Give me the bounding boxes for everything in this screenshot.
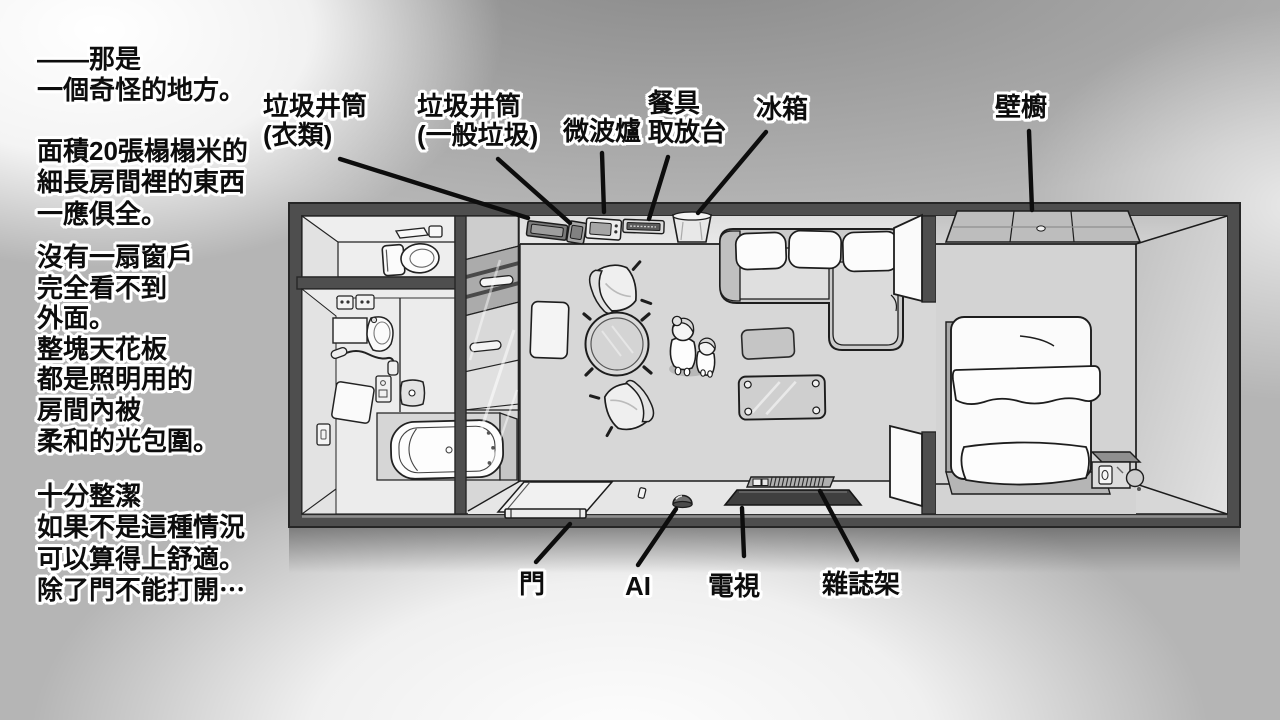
counter-items [525,211,712,245]
pointer-ai [635,506,679,568]
storage-cabinet [463,215,520,411]
wall-socket [316,423,331,446]
narration-paragraph-2: 面積20張榻榻米的細長房間裡的東西一應俱全。 [37,136,248,229]
narration-paragraph-1: ——那是一個奇怪的地方。 [37,44,246,106]
blanket-fold [951,365,1101,405]
child-figure [695,337,716,378]
rug [740,327,796,360]
mother-figure [669,315,697,377]
entrance-door [504,508,587,519]
pointer-fridge [695,129,769,216]
pointer-door [533,521,573,565]
bed-foot-roll [960,441,1090,486]
dining-set [582,260,655,438]
toilet [381,242,440,277]
fridge-bin [672,211,712,243]
ai-robot [672,494,693,509]
wall-cabinet-left [399,379,426,407]
floor-mat [529,300,570,360]
label-dish-counter: 餐具取放台 [648,88,727,147]
shower [330,346,399,376]
pointer-lines [337,128,1035,568]
pointer-microwave [599,150,607,215]
entrance-genkan [496,481,614,519]
bathroom-divider-wall [296,276,458,290]
mother-and-child [669,315,716,378]
partition-wall [889,213,937,515]
magazine-rack [745,476,836,488]
label-tv: 電視 [708,571,761,601]
mirror [332,317,368,344]
sofa [719,228,904,351]
bedside-device [1090,451,1145,491]
glass-wall-post [454,215,520,515]
toilet-room [301,214,456,278]
bedroom [936,210,1228,515]
switch-panel [336,294,375,310]
pointer-magazine-rack [817,488,860,563]
narration-paragraph-3: 沒有一扇窗戶完全看不到外面。整塊天花板都是照明用的房間內被柔和的光包圍。 [37,242,220,456]
garbage-chute-clothes [525,220,569,241]
round-table [582,311,653,377]
bath-control-panel [375,375,392,403]
label-closet: 壁櫥 [995,92,1048,122]
sofa-cushions [734,229,900,273]
dish-counter [622,218,665,235]
toilet-shelf [394,225,443,239]
bedroom-right-wall-face [1136,216,1227,514]
bed [945,316,1111,495]
label-ai: AI [625,571,651,601]
pointer-chute-clothes [337,156,531,221]
wash-basin [366,316,394,352]
washroom [301,287,518,515]
living-room [302,211,1227,519]
garbage-chute-general [566,220,588,245]
pointer-dish-counter [646,154,671,222]
bathroom-block [296,214,518,515]
closet [944,210,1142,243]
pointer-closet [1026,128,1035,213]
pointer-tv [739,505,747,559]
label-garbage-chute-clothes: 垃圾井筒(衣類) [263,91,368,150]
chair-top [588,260,653,315]
pointer-chute-general [495,156,573,226]
label-microwave: 微波爐 [563,116,642,146]
room-shadow [289,527,1240,573]
bath-mat [331,381,375,424]
bathtub [390,419,505,480]
chair-bottom [589,379,655,438]
microwave [584,217,623,241]
label-magazine-rack: 雜誌架 [822,569,901,599]
narration-paragraph-4: 十分整潔如果不是這種情況可以算得上舒適。除了門不能打開⋯ [37,481,246,606]
label-door: 門 [519,569,546,599]
label-garbage-chute-general: 垃圾井筒(一般垃圾) [417,91,539,150]
label-fridge: 冰箱 [756,94,809,124]
bathtub-area [376,412,518,481]
glass-table [737,374,827,421]
floor-remote [637,487,647,499]
